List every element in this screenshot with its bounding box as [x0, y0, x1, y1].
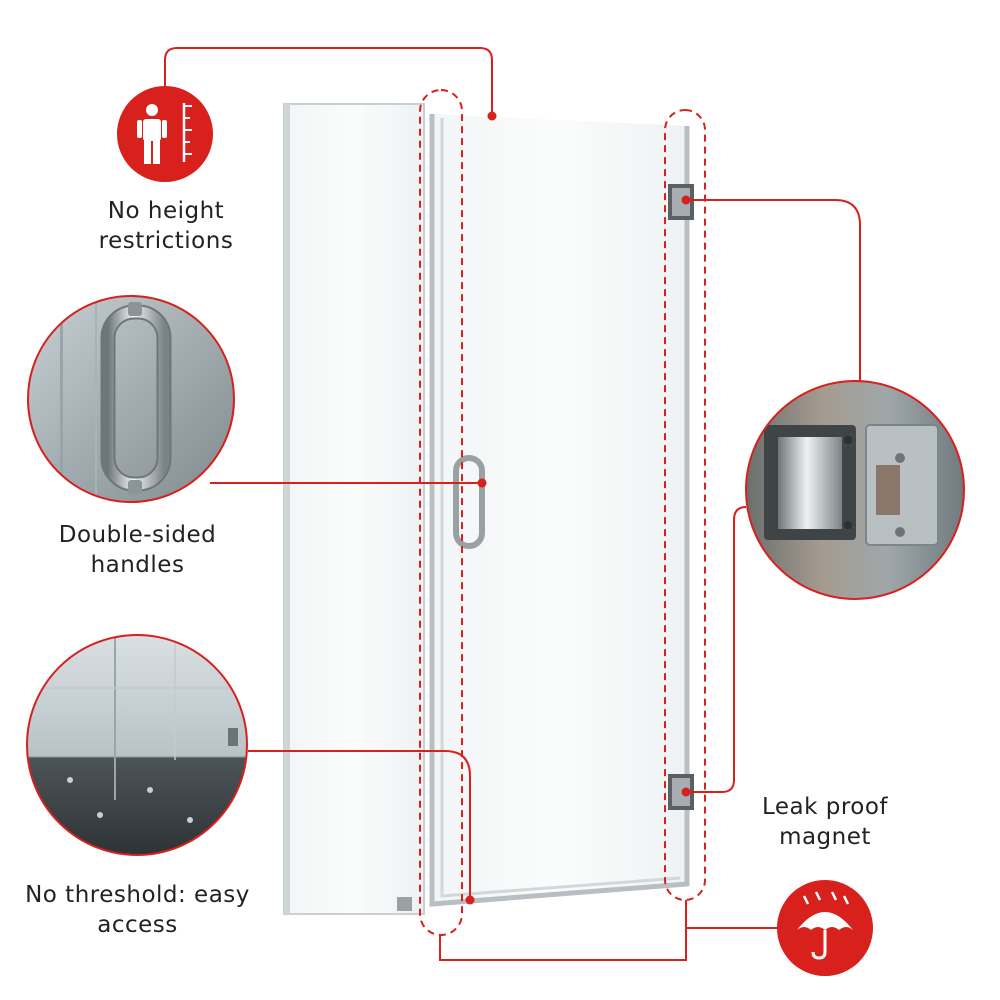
callout-right-edge-outline: [664, 109, 706, 901]
label-double-sided-handles: Double-sided handles: [58, 522, 217, 578]
person-height-icon: [117, 86, 213, 182]
connector-dots: [465, 111, 691, 905]
door-glass-panel: [429, 114, 690, 907]
fixed-glass-panel: [283, 103, 425, 915]
door-handle: [453, 455, 485, 549]
umbrella-rain-icon: [777, 880, 873, 976]
door-hinge-bottom: [668, 774, 694, 810]
label-no-height-restrictions: No height restrictions: [98, 198, 234, 254]
connector-lines: [164, 47, 861, 961]
handle-closeup-image: [27, 295, 235, 503]
hinge-closeup-image: [745, 380, 965, 600]
floor-closeup-image: [26, 634, 248, 856]
label-leak-proof-magnet: Leak proof magnet: [761, 794, 889, 850]
door-hinge-top: [668, 184, 694, 220]
label-no-threshold: No threshold: easy access: [25, 882, 250, 938]
